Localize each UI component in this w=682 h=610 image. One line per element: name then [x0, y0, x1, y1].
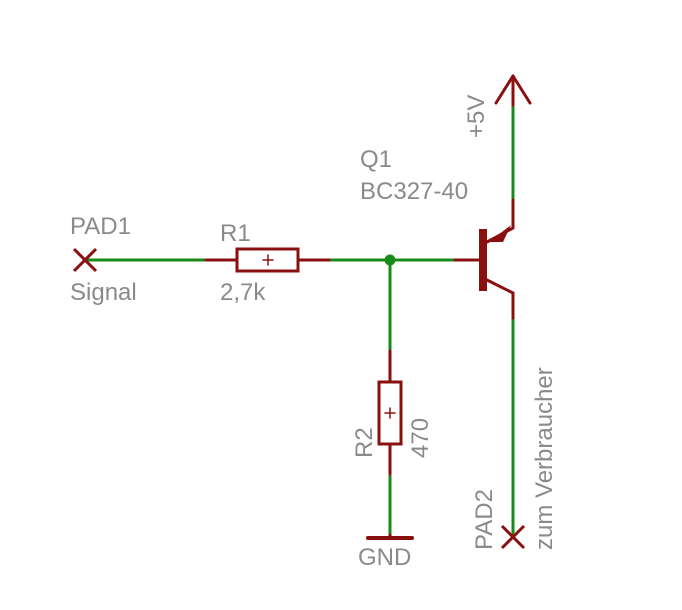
r2-value: 470 [407, 418, 434, 458]
r1-value: 2,7k [220, 279, 266, 306]
r1-symbol [204, 247, 331, 273]
supply-label: +5V [463, 95, 490, 138]
junction-dot [384, 254, 396, 266]
r2-name: R2 [351, 427, 378, 458]
pad1-name: PAD1 [70, 213, 131, 240]
r1-name: R1 [220, 220, 251, 247]
pad2-name: PAD2 [471, 489, 498, 550]
q1-value: BC327-40 [360, 178, 468, 205]
ground-label: GND [358, 544, 411, 571]
r2-symbol [377, 349, 403, 476]
pad1-value: Signal [70, 279, 137, 306]
q1-name: Q1 [360, 146, 392, 173]
q1-transistor-symbol [453, 198, 515, 320]
pad2-value: zum Verbraucher [531, 367, 558, 550]
pad2-symbol [500, 524, 526, 550]
ground-symbol [366, 533, 414, 540]
supply-arrow-symbol [494, 74, 532, 107]
pad1-symbol [72, 247, 98, 273]
